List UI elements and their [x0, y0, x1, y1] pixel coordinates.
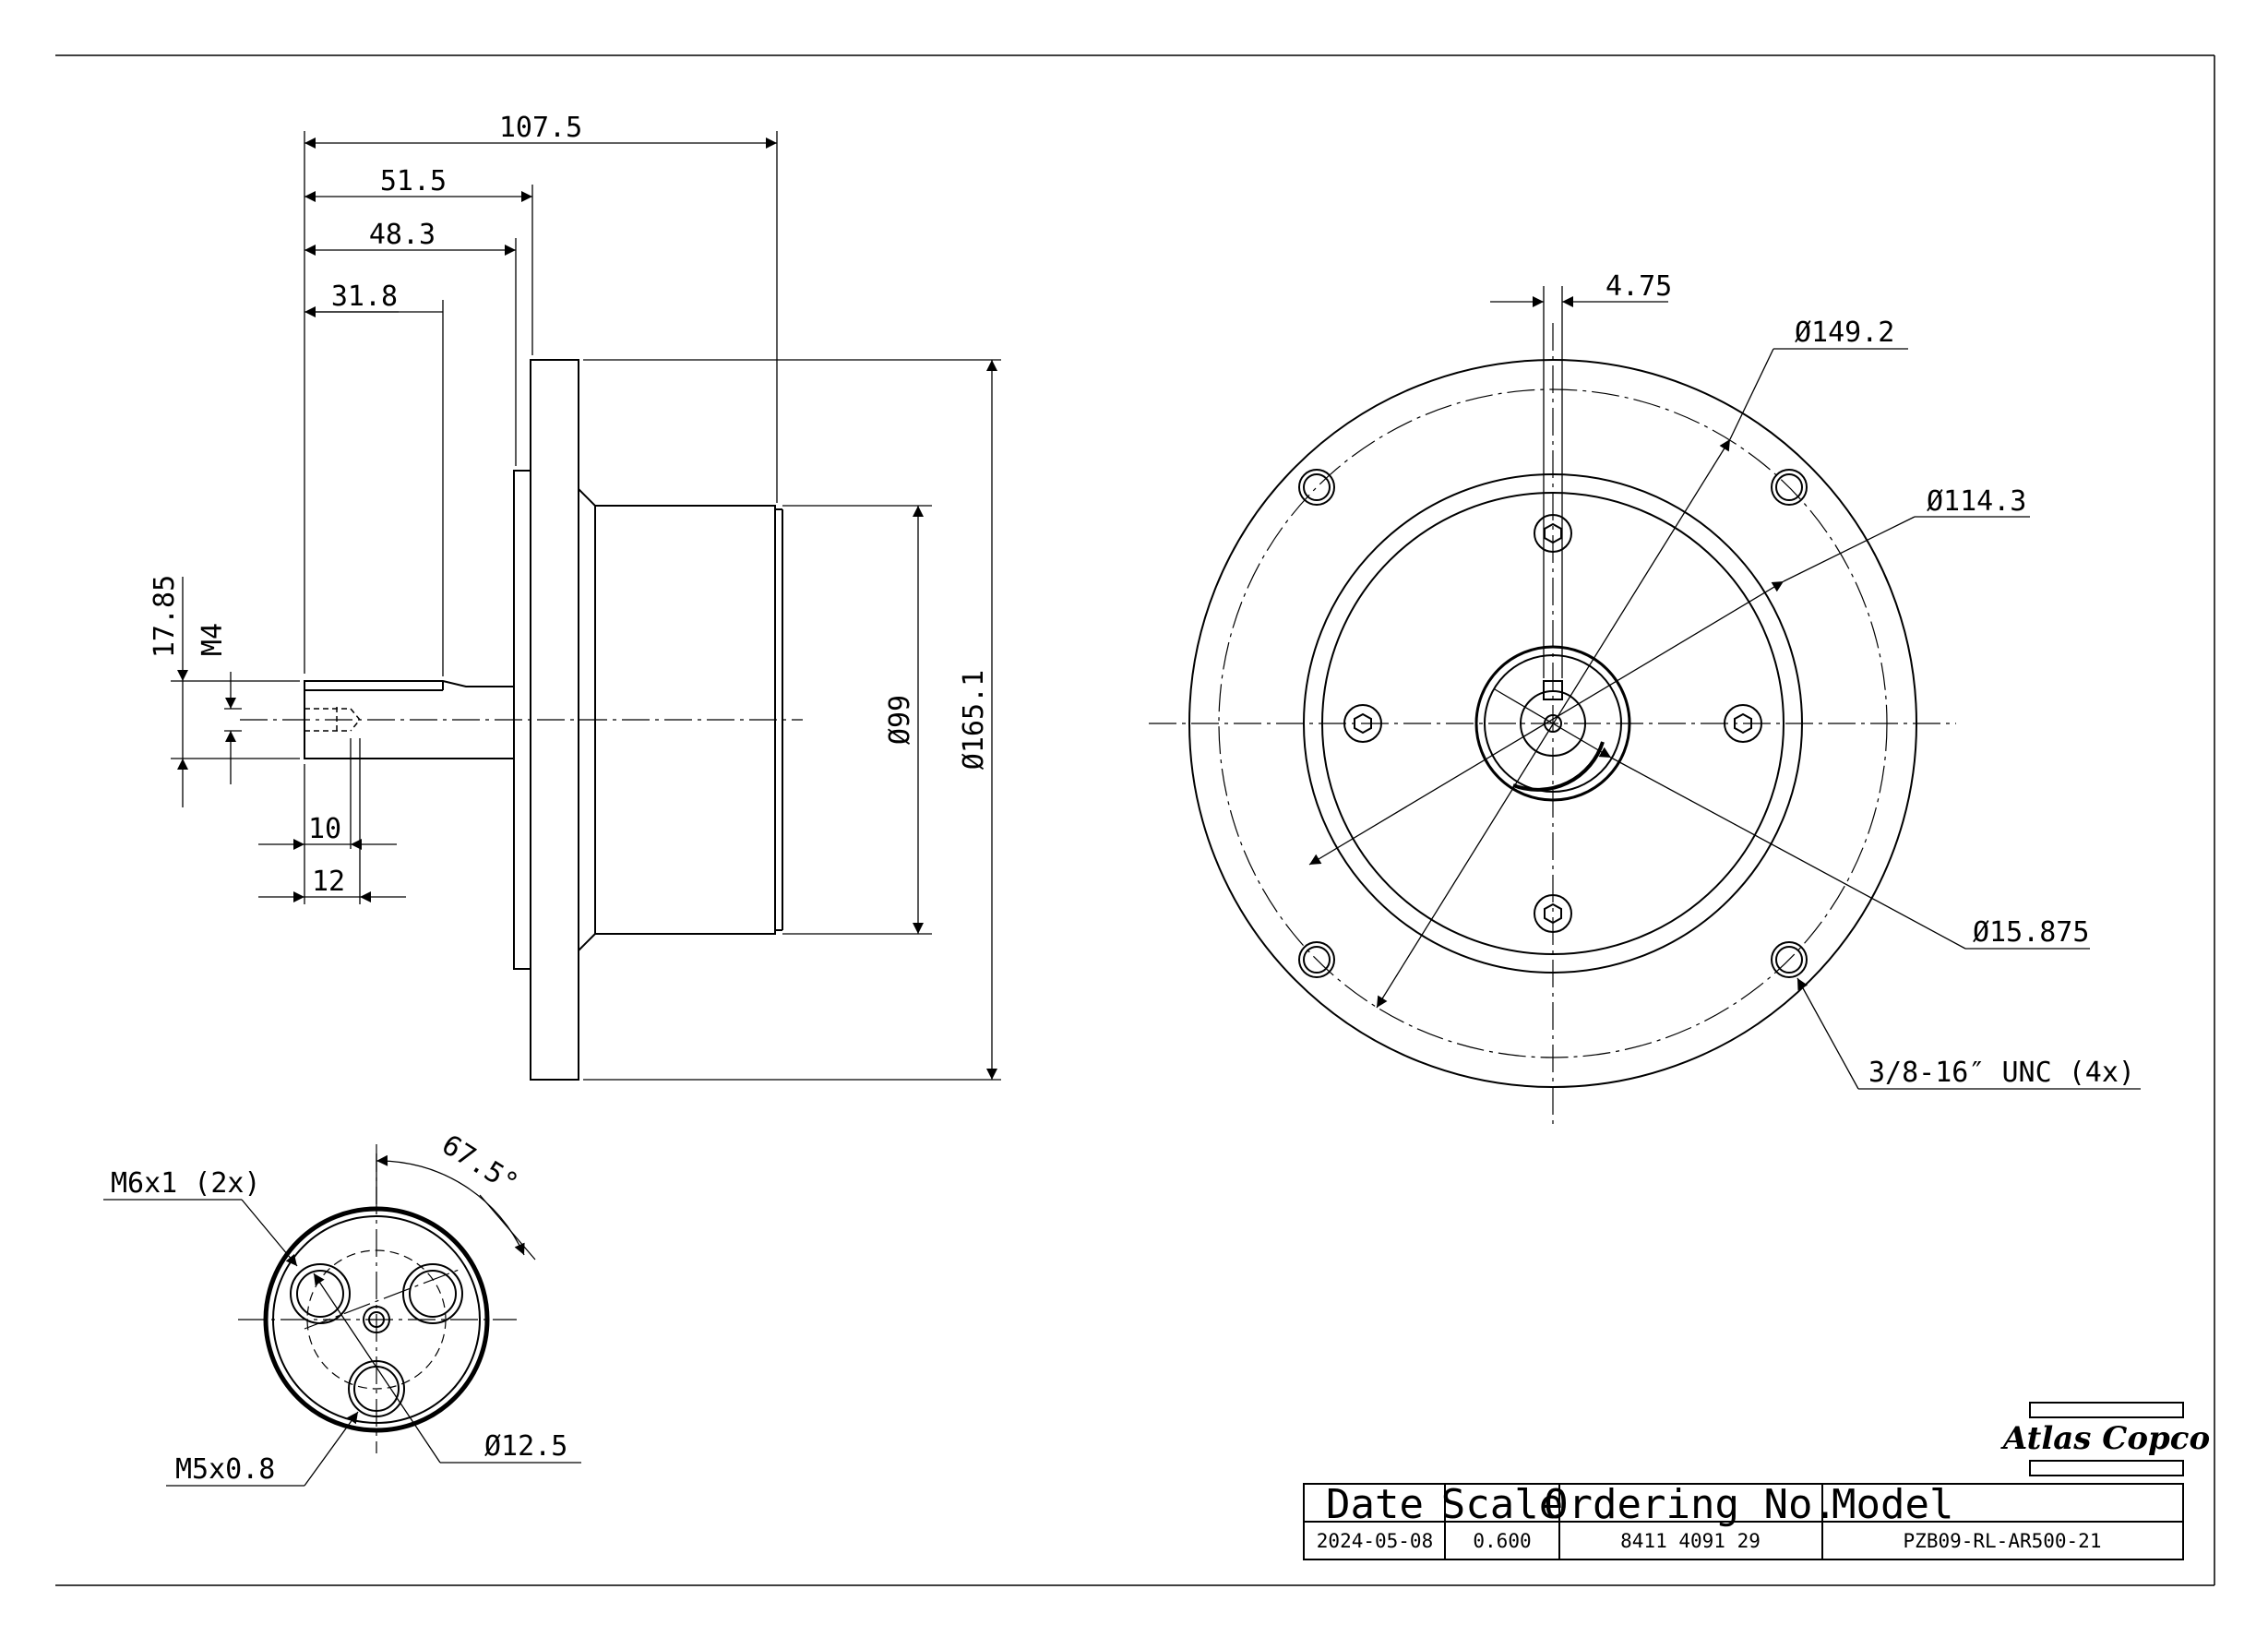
dim-body-diameter: Ø99 [884, 695, 916, 745]
dim-pilot-diameter: Ø114.3 [1927, 485, 2026, 518]
dim-shaft-height: 17.85 [149, 575, 181, 658]
dim-thread-depth-10: 10 [308, 813, 341, 845]
dim-thread-depth-12: 12 [312, 866, 345, 898]
tb-value-date: 2024-05-08 [1317, 1530, 1433, 1552]
rear-view: 67.5° M6x1 (2x) M5x0.8 Ø12.5 [103, 1129, 581, 1487]
brand-logo: Atlas Copco [2000, 1402, 2210, 1476]
tb-header-scale: Scale [1441, 1481, 1563, 1528]
side-dim-lines [171, 131, 1001, 1081]
dim-spigot-position: 48.3 [369, 219, 436, 251]
dim-shaft-flat-length: 31.8 [331, 281, 398, 313]
dim-overall-length: 107.5 [499, 112, 582, 144]
logo-text: Atlas Copco [2000, 1420, 2210, 1457]
tb-value-scale: 0.600 [1473, 1530, 1531, 1552]
tb-header-model: Model [1832, 1481, 1953, 1528]
tb-value-ordering-no: 8411 4091 29 [1620, 1530, 1761, 1552]
dim-thread-m5: M5x0.8 [175, 1453, 275, 1486]
dim-flange-position: 51.5 [380, 165, 447, 197]
dim-flange-diameter: Ø165.1 [958, 670, 990, 770]
title-block: Date Scale Ordering No. Model 2024-05-08… [1303, 1481, 2184, 1560]
dim-mount-thread: 3/8-16″ UNC (4x) [1868, 1057, 2135, 1089]
sheet-frame [55, 54, 2215, 1586]
rear-centerlines [238, 1144, 517, 1453]
tb-header-date: Date [1326, 1481, 1424, 1528]
dim-thread: M4 [197, 623, 229, 656]
dim-bolt-circle: Ø149.2 [1795, 317, 1894, 349]
dim-angle: 67.5° [436, 1129, 523, 1201]
rear-dim-lines [103, 1153, 581, 1487]
side-view: 107.5 51.5 48.3 31.8 17.85 M4 10 12 Ø99 … [149, 112, 1001, 1081]
dim-thread-m6: M6x1 (2x) [111, 1167, 261, 1200]
front-dim-lines [1308, 286, 2141, 1090]
front-view: 4.75 Ø149.2 Ø114.3 Ø15.875 3/8-16″ UNC (… [1149, 270, 2141, 1126]
dim-key-width: 4.75 [1606, 270, 1672, 303]
dim-pcd: Ø12.5 [484, 1430, 567, 1463]
tb-value-model: PZB09-RL-AR500-21 [1904, 1530, 2102, 1552]
dim-shaft-diameter: Ø15.875 [1973, 916, 2089, 949]
tb-header-ordering-no: Ordering No. [1544, 1481, 1837, 1528]
